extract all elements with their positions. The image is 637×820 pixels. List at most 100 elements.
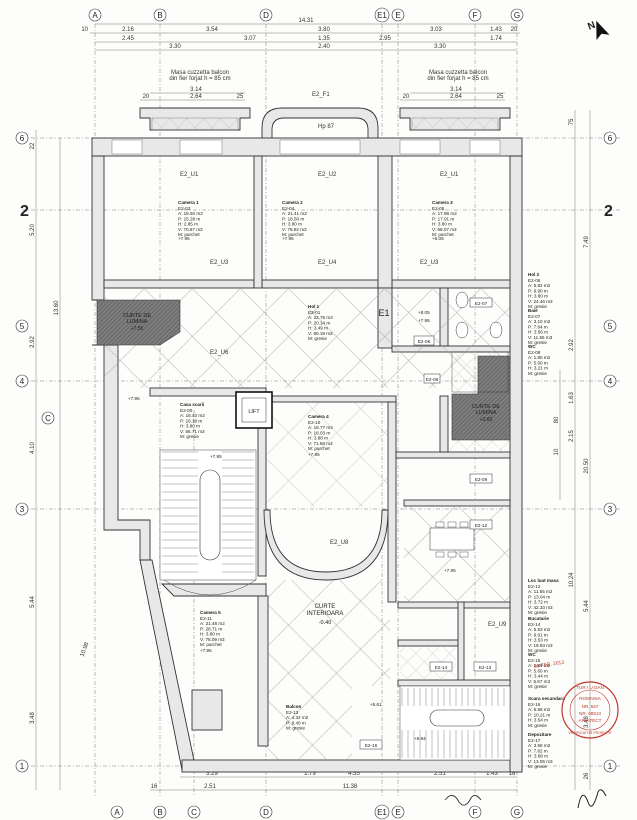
balcony-note-left: Masa cuzzetta balcon din fier forjat h =… (140, 70, 245, 101)
room-detail-line: V: 11.55 m3 (528, 335, 553, 340)
svg-text:din fier forjat h = 85 cm: din fier forjat h = 85 cm (169, 76, 230, 82)
svg-text:20: 20 (143, 94, 150, 100)
svg-text:4.55: 4.55 (348, 771, 360, 777)
svg-text:+7.95: +7.95 (282, 236, 294, 241)
svg-text:25: 25 (237, 94, 244, 100)
room-detail-line: A: 6.58 m2 (528, 707, 551, 712)
svg-text:-0.40: -0.40 (319, 620, 332, 626)
room-detail-line: M: parchet (178, 232, 200, 237)
svg-text:ARHITECT: ARHITECT (579, 718, 602, 723)
room-camera-1: Camera 1E2-03A: 15.92 m2P: 15.28 mH: 2.8… (178, 200, 203, 241)
room-detail-line: P: 8.40 m (286, 720, 306, 725)
room-detail-line: A: 22.75 m2 (308, 315, 333, 320)
grid-label: 4 (608, 377, 613, 386)
svg-text:3.03: 3.03 (430, 27, 442, 33)
grid-label: B (157, 808, 162, 817)
grid-bubble-d: D (259, 8, 273, 22)
svg-text:3.48: 3.48 (584, 716, 590, 728)
grid-label: G (514, 11, 520, 20)
room-detail-line: M: parchet (200, 642, 222, 647)
grid-bubble-e1: E1 (374, 7, 390, 23)
room-title: Camera 5 (200, 610, 221, 615)
svg-text:+3.60: +3.60 (480, 417, 493, 423)
bay-window (261, 107, 379, 143)
svg-text:1.63: 1.63 (569, 392, 575, 404)
room-detail-line: V: 13.06 m3 (528, 759, 553, 764)
room-detail-line: A: 5.53 m2 (528, 627, 551, 632)
svg-text:2.64: 2.64 (190, 94, 202, 100)
svg-text:3.80: 3.80 (318, 27, 330, 33)
signature-mark (577, 789, 607, 809)
room-detail-line: P: 10.21 m (528, 712, 550, 717)
svg-text:CURTE: CURTE (315, 604, 336, 610)
room-hol-2: Hol 2E2-06A: 5.82 m2P: 9.90 mH: 3.80 mV:… (528, 272, 553, 309)
svg-text:10: 10 (554, 448, 560, 455)
room-detail-line: A: 3.10 m2 (528, 319, 551, 324)
grid-column-bubbles-bottom: A B C D E1 E F G (110, 804, 524, 820)
svg-text:2.92: 2.92 (569, 339, 575, 351)
grid-label: F (473, 808, 478, 817)
room-detail-line: E2-03 (178, 206, 191, 211)
room-detail-line: P: 7.64 m (528, 324, 548, 329)
room-camera-5: Camera 5E2-11A: 21.48 m2P: 28.71 mH: 3.8… (200, 610, 225, 653)
stamp-date: 06 FEB. 2013 (533, 660, 564, 670)
room-detail-line: A: 5.82 m2 (528, 283, 551, 288)
svg-text:3.30: 3.30 (169, 44, 181, 50)
svg-text:7.49: 7.49 (584, 236, 590, 248)
svg-text:26: 26 (584, 772, 590, 779)
room-title: Hol 1 (308, 304, 320, 309)
level-mark: +7.95 (418, 318, 430, 323)
svg-text:10: 10 (81, 27, 88, 33)
svg-text:LUMINA: LUMINA (476, 410, 497, 416)
svg-text:3.07: 3.07 (244, 36, 256, 42)
room-detail-line: M: gresie (528, 304, 547, 309)
inner-courtyard-label: CURTE INTERIOARA -0.40 (307, 604, 344, 626)
svg-text:E2-07: E2-07 (475, 301, 488, 306)
svg-text:2.95: 2.95 (379, 36, 391, 42)
svg-text:13.60: 13.60 (54, 300, 60, 316)
svg-text:2.51: 2.51 (204, 784, 216, 790)
room-detail-line: M: gresie (528, 610, 547, 615)
svg-text:1.79: 1.79 (304, 771, 316, 777)
top-dimension-strings: 14.31 10 2.16 3.54 3.80 3.03 1.43 20 2.4… (81, 18, 520, 51)
level-mark: +5.61 (370, 702, 382, 707)
room-detail-line: H: 3.80 m (528, 294, 548, 299)
svg-text:16: 16 (151, 784, 158, 790)
room-detail-line: A: 18.77 m2 (308, 425, 333, 430)
room-title: Bucatarie (528, 616, 549, 621)
grid-label: D (263, 808, 269, 817)
room-detail-line: H: 3.72 m (528, 600, 548, 605)
svg-text:+8.05: +8.05 (432, 236, 444, 241)
grid-row-bubbles-right: 6 5 4 3 1 (603, 131, 617, 773)
room-detail-line: M: gresie (528, 764, 547, 769)
svg-text:11.38: 11.38 (343, 784, 358, 790)
room-detail-line: E2-06 (528, 278, 541, 283)
room-title: WC (528, 344, 536, 349)
svg-text:10.98: 10.98 (80, 641, 91, 658)
svg-text:E2_U3: E2_U3 (420, 260, 439, 266)
svg-text:+7.95: +7.95 (210, 454, 222, 459)
door-tags: E2_U1 E2_U2 E2_U1 E2_U3 E2_U4 E2_U3 E2_F… (180, 92, 507, 628)
room-detail-line: P: 9.90 m (528, 288, 548, 293)
svg-text:E2-09: E2-09 (475, 477, 488, 482)
svg-text:E2-06: E2-06 (418, 339, 431, 344)
room-detail-line: H: 3.21 m (528, 366, 548, 371)
grid-label: 1 (608, 762, 613, 771)
room-detail-line: A: 3.56 m2 (528, 743, 551, 748)
svg-text:25: 25 (497, 94, 504, 100)
grid-label: D (263, 11, 269, 20)
room-detail-line: V: 5.67 m3 (528, 679, 550, 684)
section-mark-left: 2 (20, 203, 29, 220)
hp-label: Hp 87 (318, 124, 335, 130)
room-detail-line: E2-17 (528, 738, 541, 743)
svg-text:CURTE DE: CURTE DE (472, 404, 500, 410)
secondary-staircase (399, 685, 511, 761)
svg-text:20: 20 (511, 27, 518, 33)
svg-text:NR. 08513: NR. 08513 (579, 711, 601, 716)
grid-label: 5 (608, 322, 613, 331)
room-detail-line: P: 5.60 m (528, 668, 548, 673)
svg-text:E2_U1: E2_U1 (180, 172, 199, 178)
